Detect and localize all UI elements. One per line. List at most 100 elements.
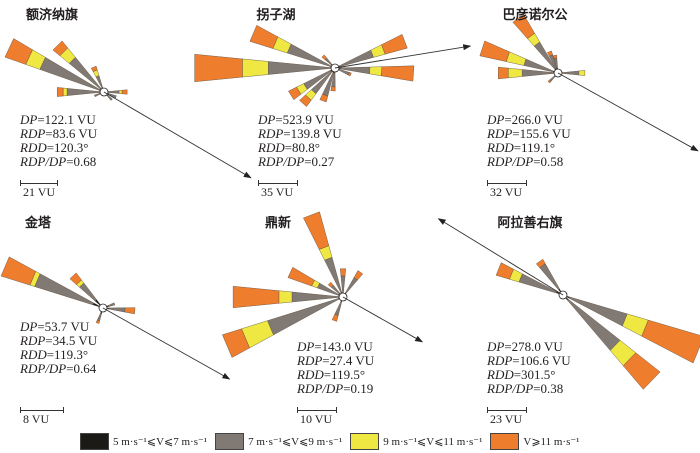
- station-title: 金塔: [24, 216, 52, 231]
- petal-orange-segment: [321, 54, 328, 61]
- stat-line: RDP/DP=0.68: [20, 155, 97, 169]
- resultant-drift-arrow: [437, 218, 564, 296]
- petal-orange-segment: [552, 54, 558, 59]
- stat-line: RDP/DP=0.19: [297, 382, 374, 396]
- petal-orange-segment: [512, 14, 535, 39]
- petal-gray-segment: [108, 90, 120, 94]
- petal-orange-segment: [641, 319, 700, 364]
- legend-item-yellow: 9 m·s⁻¹⩽V⩽11 m·s⁻¹: [350, 432, 483, 450]
- petal-orange-segment: [299, 94, 312, 107]
- petal-orange-segment: [330, 86, 336, 92]
- stat-label: DP: [258, 112, 276, 127]
- petal-orange-segment: [303, 211, 330, 250]
- stat-label: DP: [20, 112, 38, 127]
- scale-bar-label: 23 VU: [490, 412, 523, 426]
- stat-value: =34.5 VU: [45, 333, 98, 348]
- stat-line: RDP=27.4 VU: [297, 354, 374, 368]
- stat-label: RDP: [297, 353, 323, 368]
- stat-value: =119.1°: [513, 140, 556, 155]
- stat-label: RDP/DP: [20, 154, 67, 169]
- legend-label: 7 m·s⁻¹⩽V⩽9 m·s⁻¹: [248, 435, 343, 448]
- stat-line: RDP=139.8 VU: [258, 127, 342, 141]
- petal-orange-segment: [498, 66, 509, 80]
- station-title: 拐子湖: [256, 8, 296, 23]
- petal-orange-segment: [222, 328, 250, 358]
- sand-rose-1: [4, 38, 252, 179]
- stat-label: RDD: [487, 140, 514, 155]
- stat-label: RDP: [258, 126, 284, 141]
- petal-orange-segment: [90, 65, 98, 72]
- station-title: 巴彦诺尔公: [502, 8, 568, 23]
- petal-orange-segment: [495, 262, 514, 280]
- stat-line: DP=278.0 VU: [487, 340, 571, 354]
- petal-orange-segment: [95, 319, 100, 324]
- stat-line: RDD=301.5°: [487, 368, 571, 382]
- stat-label: RDP/DP: [297, 381, 344, 396]
- stat-label: RDP/DP: [487, 381, 534, 396]
- scale-bar-label: 35 VU: [261, 185, 294, 199]
- station-title: 鼎新: [264, 216, 292, 231]
- stat-line: DP=53.7 VU: [20, 320, 97, 334]
- petal-gray-segment: [291, 291, 339, 303]
- petal-orange-segment: [331, 314, 339, 322]
- scale-bar: 23 VU: [487, 405, 528, 427]
- stat-line: RDP/DP=0.27: [258, 155, 342, 169]
- scale-bar-line: [487, 178, 527, 186]
- stat-label: RDP: [487, 126, 513, 141]
- petal-gray-segment: [340, 275, 346, 293]
- petal-orange-segment: [69, 272, 82, 285]
- stat-line: DP=122.1 VU: [20, 113, 97, 127]
- scale-bar-line: [258, 178, 298, 186]
- stat-value: =27.4 VU: [322, 353, 375, 368]
- petal-orange-segment: [348, 72, 352, 77]
- petal-orange-segment: [327, 281, 334, 288]
- petal-orange-segment: [249, 25, 279, 49]
- petal-yellow-segment: [578, 70, 586, 76]
- stat-value: =0.58: [533, 154, 564, 169]
- legend-label: 9 m·s⁻¹⩽V⩽11 m·s⁻¹: [383, 435, 483, 448]
- stat-label: RDD: [297, 367, 324, 382]
- stat-line: DP=523.9 VU: [258, 113, 342, 127]
- scale-bar-line: [20, 405, 64, 413]
- stat-value: =53.7 VU: [37, 319, 90, 334]
- petal-gray-segment: [96, 313, 102, 322]
- resultant-drift-arrow: [342, 296, 424, 343]
- scale-bar-label: 10 VU: [300, 412, 333, 426]
- scale-bar-label: 8 VU: [23, 412, 50, 426]
- stat-value: =119.5°: [323, 367, 366, 382]
- petal-yellow-segment: [62, 87, 68, 97]
- petal-orange-segment: [535, 258, 546, 268]
- stat-value: =523.9 VU: [275, 112, 334, 127]
- petal-gray-segment: [562, 70, 580, 76]
- scale-bar-label: 32 VU: [490, 185, 523, 199]
- petal-orange-segment: [287, 266, 315, 287]
- scale-bar-line: [297, 405, 337, 413]
- stat-label: DP: [487, 339, 505, 354]
- stat-line: RDP/DP=0.64: [20, 362, 97, 376]
- stat-label: RDP: [487, 353, 513, 368]
- petal-gray-segment: [108, 302, 116, 307]
- stat-line: RDP/DP=0.58: [487, 155, 571, 169]
- stat-line: RDD=119.1°: [487, 141, 571, 155]
- scale-bar: 35 VU: [258, 178, 298, 200]
- petal-yellow-segment: [118, 90, 123, 94]
- stat-line: RDD=119.5°: [297, 368, 374, 382]
- resultant-drift-arrow: [334, 44, 472, 69]
- stat-line: RDP=106.6 VU: [487, 354, 571, 368]
- stat-value: =122.1 VU: [37, 112, 96, 127]
- petal-orange-segment: [622, 352, 661, 390]
- petal-orange-segment: [479, 40, 510, 62]
- petal-yellow-segment: [369, 66, 383, 77]
- petal-gray-segment: [108, 307, 126, 313]
- petal-yellow-segment: [242, 58, 269, 78]
- sand-rose-4: [0, 256, 231, 380]
- petal-orange-segment: [319, 93, 329, 103]
- stat-label: DP: [20, 319, 38, 334]
- stat-label: RDD: [20, 140, 47, 155]
- station-title: 阿拉善右旗: [497, 216, 563, 231]
- stat-value: =0.27: [304, 154, 335, 169]
